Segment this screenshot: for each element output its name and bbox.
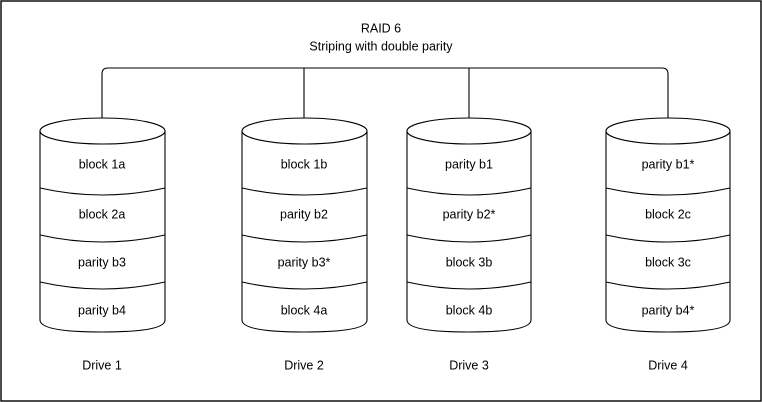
drive-3-body — [406, 130, 532, 333]
connector-bus — [101, 67, 669, 122]
drive-4[interactable]: parity b1* block 2c block 3c parity b4* … — [605, 117, 731, 372]
diagram-title-line1: RAID 6 — [361, 21, 401, 35]
drive-1-top-ellipse — [39, 117, 166, 145]
drive-1-divider-2 — [39, 234, 166, 243]
drive-4-label: Drive 4 — [648, 358, 688, 372]
drive-4-divider-3 — [605, 281, 731, 290]
drive-2-cell-2: parity b2 — [280, 207, 328, 221]
drive-3-divider-3 — [406, 281, 532, 290]
diagram-title-line2: Striping with double parity — [309, 39, 453, 53]
drive-1-cell-1: block 1a — [79, 157, 126, 171]
drive-4-divider-1 — [605, 187, 731, 196]
drive-1-divider-1 — [39, 187, 166, 196]
drive-3-divider-1 — [406, 187, 532, 196]
drive-2-cell-4: block 4a — [281, 303, 328, 317]
drive-2-top-ellipse — [241, 117, 368, 145]
drive-4-cell-1: parity b1* — [642, 157, 695, 171]
drive-3-cell-1: parity b1 — [445, 157, 493, 171]
drive-4-cell-3: block 3c — [645, 255, 691, 269]
drive-3-top-ellipse — [406, 117, 532, 145]
drive-1-label: Drive 1 — [82, 358, 122, 372]
drive-2-cell-3: parity b3* — [278, 255, 331, 269]
drive-3-divider-2 — [406, 234, 532, 243]
drive-4-cell-4: parity b4* — [642, 303, 695, 317]
drive-4-cell-2: block 2c — [645, 207, 691, 221]
drive-1-body — [39, 130, 166, 333]
drive-1-cell-4: parity b4 — [78, 303, 126, 317]
drive-1-divider-3 — [39, 281, 166, 290]
drive-2-label: Drive 2 — [284, 358, 324, 372]
drive-4-divider-2 — [605, 234, 731, 243]
drive-4-top-ellipse — [605, 117, 731, 145]
drive-1[interactable]: block 1a block 2a parity b3 parity b4 Dr… — [39, 117, 166, 372]
drive-2-divider-1 — [241, 187, 368, 196]
drive-1-cell-3: parity b3 — [78, 255, 126, 269]
bus-rail — [101, 67, 669, 122]
drive-3[interactable]: parity b1 parity b2* block 3b block 4b D… — [406, 117, 532, 372]
drive-3-label: Drive 3 — [449, 358, 489, 372]
drive-3-cell-3: block 3b — [446, 255, 493, 269]
drive-2-divider-3 — [241, 281, 368, 290]
drive-3-cell-4: block 4b — [446, 303, 493, 317]
drive-4-body — [605, 130, 731, 333]
drive-1-cell-2: block 2a — [79, 207, 126, 221]
drive-2[interactable]: block 1b parity b2 parity b3* block 4a D… — [241, 117, 368, 372]
drive-2-cell-1: block 1b — [281, 157, 328, 171]
drive-2-body — [241, 130, 368, 333]
drive-3-cell-2: parity b2* — [443, 207, 496, 221]
drive-2-divider-2 — [241, 234, 368, 243]
